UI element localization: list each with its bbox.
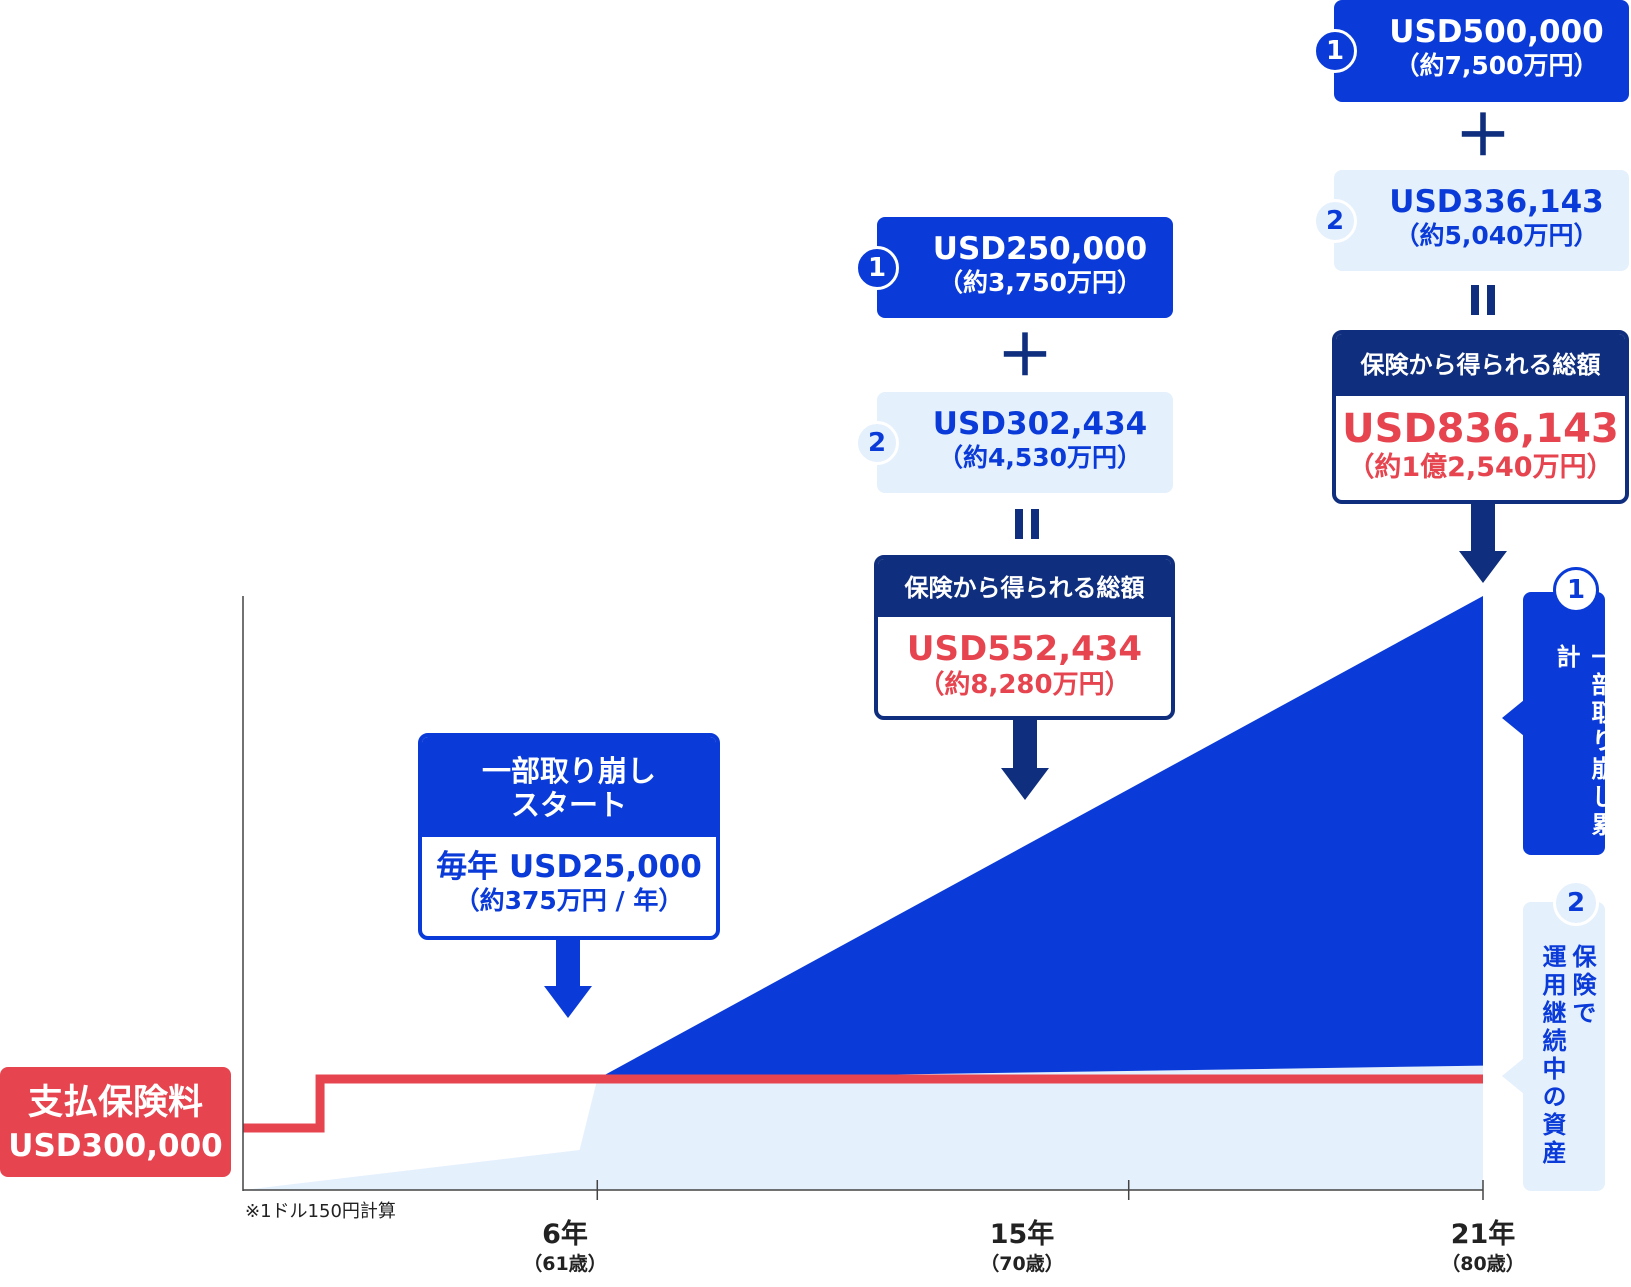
y15-item2-number: 2 bbox=[855, 421, 899, 465]
premium-label: 支払保険料 USD300,000 bbox=[0, 1067, 231, 1177]
y21-equals-bar-left bbox=[1471, 285, 1479, 315]
y15-total-amount: USD552,434 bbox=[906, 629, 1143, 669]
y15-equals-bar-left bbox=[1015, 509, 1023, 539]
legend-item1-number: 1 bbox=[1553, 567, 1599, 613]
arrow-year15-shaft bbox=[1013, 718, 1037, 770]
exchange-rate-note: ※1ドル150円計算 bbox=[245, 1201, 396, 1222]
tick-15-year: 15年 bbox=[989, 1219, 1055, 1250]
tick-label-15: 15年 （70歳） bbox=[967, 1219, 1077, 1277]
premium-value: USD300,000 bbox=[8, 1128, 223, 1164]
y21-item2-number: 2 bbox=[1313, 199, 1357, 243]
y15-total-label: 保険から得られる総額 bbox=[878, 559, 1171, 617]
tick-21-year: 21年 bbox=[1450, 1219, 1516, 1250]
arrow-year21-shaft bbox=[1471, 503, 1495, 553]
legend-item2-line1: 保険で bbox=[1568, 944, 1596, 1028]
start-amount: 毎年 USD25,000 bbox=[436, 849, 702, 885]
y21-item1-number: 1 bbox=[1313, 29, 1357, 73]
y15-item1-yen: （約3,750万円） bbox=[937, 268, 1143, 297]
premium-title: 支払保険料 bbox=[27, 1083, 203, 1123]
y21-total-label: 保険から得られる総額 bbox=[1336, 334, 1625, 396]
y21-item2-amount: USD336,143 bbox=[1389, 184, 1604, 220]
legend-item1-pointer bbox=[1502, 700, 1524, 736]
arrow-year21-head bbox=[1459, 551, 1507, 583]
start-callout-head: 一部取り崩し スタート bbox=[422, 737, 716, 837]
y21-plus: ＋ bbox=[1455, 104, 1511, 169]
legend-item2-number: 2 bbox=[1553, 880, 1599, 926]
y15-item1-number: 1 bbox=[855, 246, 899, 290]
legend-item2-pointer bbox=[1502, 1058, 1524, 1094]
y15-item2-yen: （約4,530万円） bbox=[937, 443, 1143, 472]
arrow-start-head bbox=[544, 986, 592, 1018]
arrow-year15-head bbox=[1001, 768, 1049, 800]
start-yen: （約375万円 / 年） bbox=[454, 886, 684, 915]
y15-item1-box: USD250,000 （約3,750万円） bbox=[877, 217, 1173, 318]
y15-plus: ＋ bbox=[997, 324, 1053, 389]
legend-item2-line2: 運用継続中の資産 bbox=[1538, 944, 1566, 1168]
y15-item2-box: USD302,434 （約4,530万円） bbox=[877, 392, 1173, 493]
x-ticks bbox=[596, 1180, 1484, 1200]
tick-6-year: 6年 bbox=[542, 1219, 588, 1250]
y15-item1-amount: USD250,000 bbox=[932, 231, 1148, 267]
y21-item1-box: USD500,000 （約7,500万円） bbox=[1334, 0, 1629, 102]
tick-15-age: （70歳） bbox=[980, 1253, 1064, 1275]
y21-item2-box: USD336,143 （約5,040万円） bbox=[1334, 170, 1629, 271]
y21-total-yen: （約1億2,540万円） bbox=[1347, 452, 1614, 483]
y15-total-box: 保険から得られる総額 USD552,434 （約8,280万円） bbox=[874, 555, 1175, 720]
start-title-line1: 一部取り崩し bbox=[481, 754, 656, 788]
y21-item1-yen: （約7,500万円） bbox=[1394, 51, 1599, 80]
area-insurance-assets bbox=[243, 1065, 1483, 1190]
premium-line bbox=[243, 1074, 1483, 1133]
arrow-start-shaft bbox=[556, 938, 580, 988]
y21-total-amount: USD836,143 bbox=[1342, 406, 1619, 452]
y21-total-box: 保険から得られる総額 USD836,143 （約1億2,540万円） bbox=[1332, 330, 1629, 504]
start-title-line2: スタート bbox=[510, 788, 627, 822]
y21-equals-bar-right bbox=[1487, 285, 1495, 315]
tick-label-21: 21年 （80歳） bbox=[1428, 1219, 1538, 1277]
y21-item2-yen: （約5,040万円） bbox=[1394, 221, 1599, 250]
tick-label-6: 6年 （61歳） bbox=[510, 1219, 620, 1277]
y15-total-yen: （約8,280万円） bbox=[918, 670, 1131, 700]
start-callout: 一部取り崩し スタート 毎年 USD25,000 （約375万円 / 年） bbox=[418, 733, 720, 940]
y15-item2-amount: USD302,434 bbox=[932, 406, 1148, 442]
legend-item2: 保険で 運用継続中の資産 bbox=[1523, 902, 1605, 1191]
y21-item1-amount: USD500,000 bbox=[1389, 14, 1604, 50]
y15-equals-bar-right bbox=[1031, 509, 1039, 539]
legend-item1-label: 一部取り崩し累計 bbox=[1552, 644, 1615, 840]
legend-item1: 一部取り崩し累計 bbox=[1523, 592, 1615, 855]
arrows bbox=[544, 503, 1524, 1094]
area-withdrawal-cumulative bbox=[597, 596, 1483, 1079]
tick-21-age: （80歳） bbox=[1441, 1253, 1525, 1275]
tick-6-age: （61歳） bbox=[523, 1253, 607, 1275]
